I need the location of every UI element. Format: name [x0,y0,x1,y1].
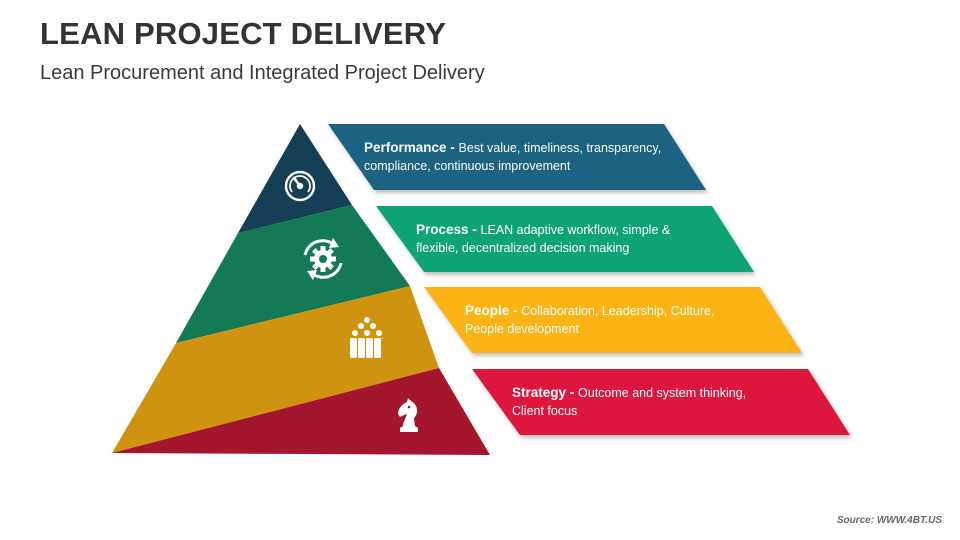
gauge-icon [284,170,316,202]
level-desc-process-1: LEAN adaptive workflow, simple & [480,223,671,237]
source-credit: Source: WWW.4BT.US [836,515,942,526]
band-text-performance: Performance - Best value, timeliness, tr… [364,139,661,175]
page-title: LEAN PROJECT DELIVERY [40,16,447,51]
level-separator: - [446,140,459,155]
group-people-icon [350,317,383,358]
level-separator: - [566,385,579,400]
pyramid-section-strategy [112,368,490,455]
level-label-process: Process [416,222,469,237]
page-subtitle: Lean Procurement and Integrated Project … [40,62,485,84]
level-desc-people-1: Collaboration, Leadership, Culture, [521,304,715,318]
band-process [376,206,754,272]
level-separator: - [468,222,481,237]
level-label-performance: Performance [364,140,447,155]
level-desc-performance-1: Best value, timeliness, transparency, [458,141,662,155]
gear-cycle-icon [303,238,343,280]
band-text-people: People - Collaboration, Leadership, Cult… [465,302,714,338]
level-desc-performance-2: compliance, continuous improvement [364,159,571,173]
level-label-strategy: Strategy [512,385,567,400]
level-separator: - [509,303,522,318]
level-desc-strategy-2: Client focus [512,404,578,418]
band-performance [328,124,706,190]
level-label-people: People [465,303,510,318]
band-text-process: Process - LEAN adaptive workflow, simple… [416,221,670,257]
band-strategy [472,369,850,435]
level-desc-process-2: flexible, decentralized decision making [416,241,630,255]
level-desc-strategy-1: Outcome and system thinking, [578,386,747,400]
band-people [424,287,802,353]
pyramid-section-people [112,286,439,453]
band-text-strategy: Strategy - Outcome and system thinking, … [512,384,746,420]
chess-knight-icon [398,398,418,432]
level-desc-people-2: People development [465,322,579,336]
pyramid-section-process [176,205,410,343]
